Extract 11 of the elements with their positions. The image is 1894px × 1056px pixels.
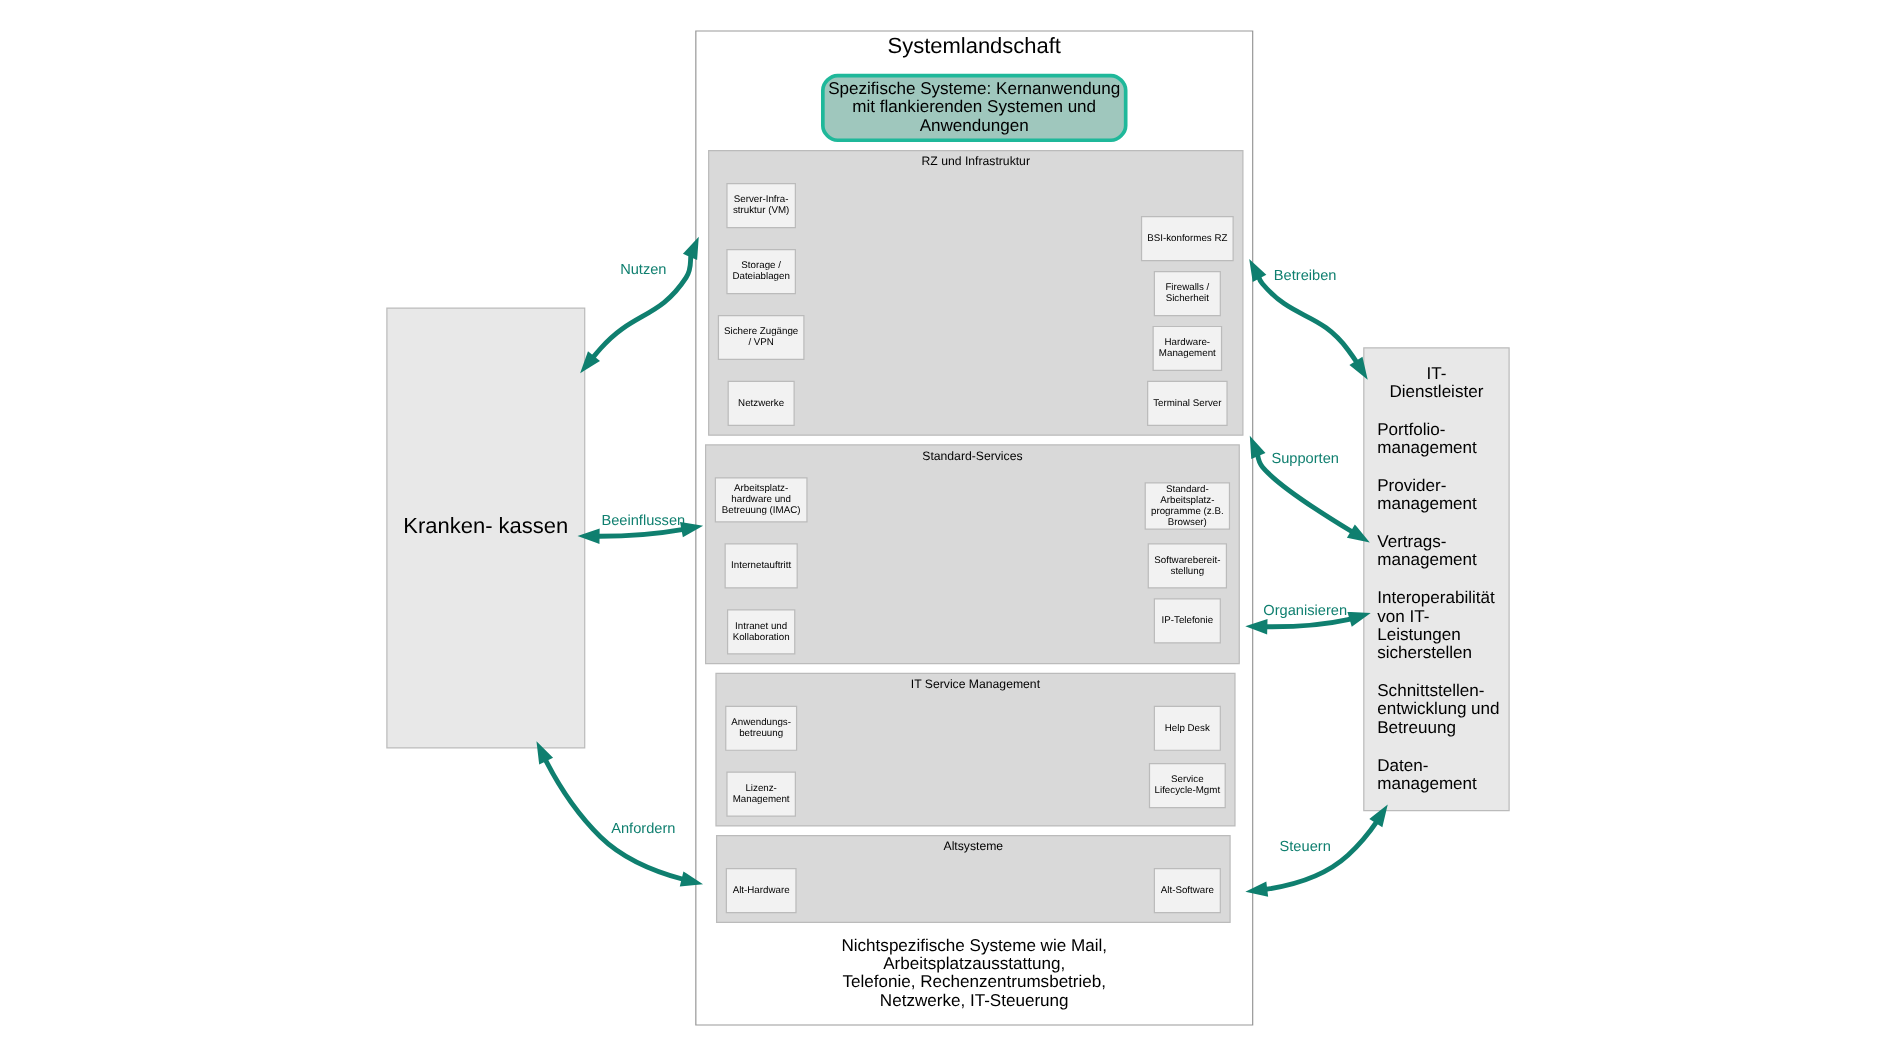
node-box: IT- Dienstleister Portfolio- management Provider- management Vertrags- management Interoperabilität von IT- Leistungen sicherstellen Schnittstellen- entwicklung und Betreuung Daten- management [1362,347,1509,812]
arrow [1244,804,1387,897]
arrow [1248,258,1367,380]
node-text: Nichtspezifische Systeme wie Mail, Arbeitsplatzausstattung, Telefonie, Rechenzentrumsbetrieb, Netzwerke, IT-Steuerung [840,934,1107,1010]
arrow [579,236,698,374]
arrow [576,522,703,545]
node-box: Kranken- kassen [385,307,585,749]
arrow [1244,611,1370,635]
node-box: Spezifische Systeme: Kernanwendung mit flankierenden Systemen und Anwendungen [820,73,1127,143]
arrow [1248,435,1369,543]
arrow [535,741,702,887]
